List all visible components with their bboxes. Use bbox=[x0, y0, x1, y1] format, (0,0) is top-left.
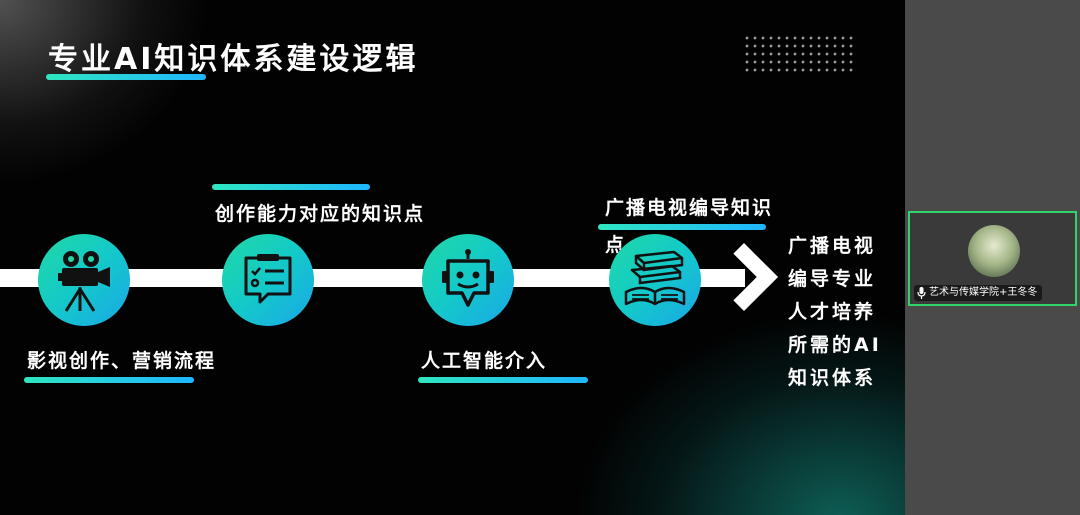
result-line: 人才培养 bbox=[788, 301, 877, 323]
result-line: 广播电视 bbox=[788, 235, 877, 257]
flow-arrow-line bbox=[0, 269, 745, 287]
step-node-film bbox=[38, 234, 130, 326]
presentation-slide: 专业AI知识体系建设逻辑 影视创作、营销流程 创作能力对应的知识点 bbox=[0, 0, 905, 515]
step-underline-ai bbox=[418, 377, 588, 383]
participant-name: 艺术与传媒学院+王冬冬 bbox=[929, 287, 1038, 298]
step-node-broadcast bbox=[609, 234, 701, 326]
result-line: 编导专业 bbox=[788, 268, 877, 290]
participant-video-tile[interactable]: 艺术与传媒学院+王冬冬 bbox=[908, 211, 1077, 306]
participant-name-tag: 艺术与传媒学院+王冬冬 bbox=[914, 285, 1043, 301]
step-overline-knowledge bbox=[212, 184, 370, 190]
title-underline bbox=[46, 74, 206, 80]
robot-icon bbox=[442, 249, 494, 307]
result-text-block: 广播电视 编导专业 人才培养 所需的AI 知识体系 bbox=[788, 230, 888, 395]
slide-title: 专业AI知识体系建设逻辑 bbox=[48, 42, 419, 77]
step-label-ai: 人工智能介入 bbox=[421, 350, 548, 372]
clipboard-list-icon bbox=[244, 254, 292, 304]
avatar bbox=[968, 225, 1020, 277]
result-line: 所需的AI bbox=[788, 334, 882, 356]
step-underline-film bbox=[24, 377, 194, 383]
step-label-film: 影视创作、营销流程 bbox=[27, 350, 217, 372]
step-node-ai bbox=[422, 234, 514, 326]
microphone-icon bbox=[917, 287, 926, 299]
flow-arrow-head-icon bbox=[710, 243, 778, 311]
participant-panel: 艺术与传媒学院+王冬冬 bbox=[905, 0, 1080, 515]
books-icon bbox=[624, 250, 686, 306]
step-label-broadcast-line1: 广播电视编导知识 bbox=[605, 197, 774, 219]
step-label-knowledge: 创作能力对应的知识点 bbox=[215, 203, 426, 225]
step-overline-broadcast bbox=[598, 224, 766, 230]
step-node-knowledge bbox=[222, 234, 314, 326]
film-camera-icon bbox=[58, 251, 110, 312]
dot-grid-decoration bbox=[743, 34, 857, 74]
result-line: 知识体系 bbox=[788, 367, 877, 389]
